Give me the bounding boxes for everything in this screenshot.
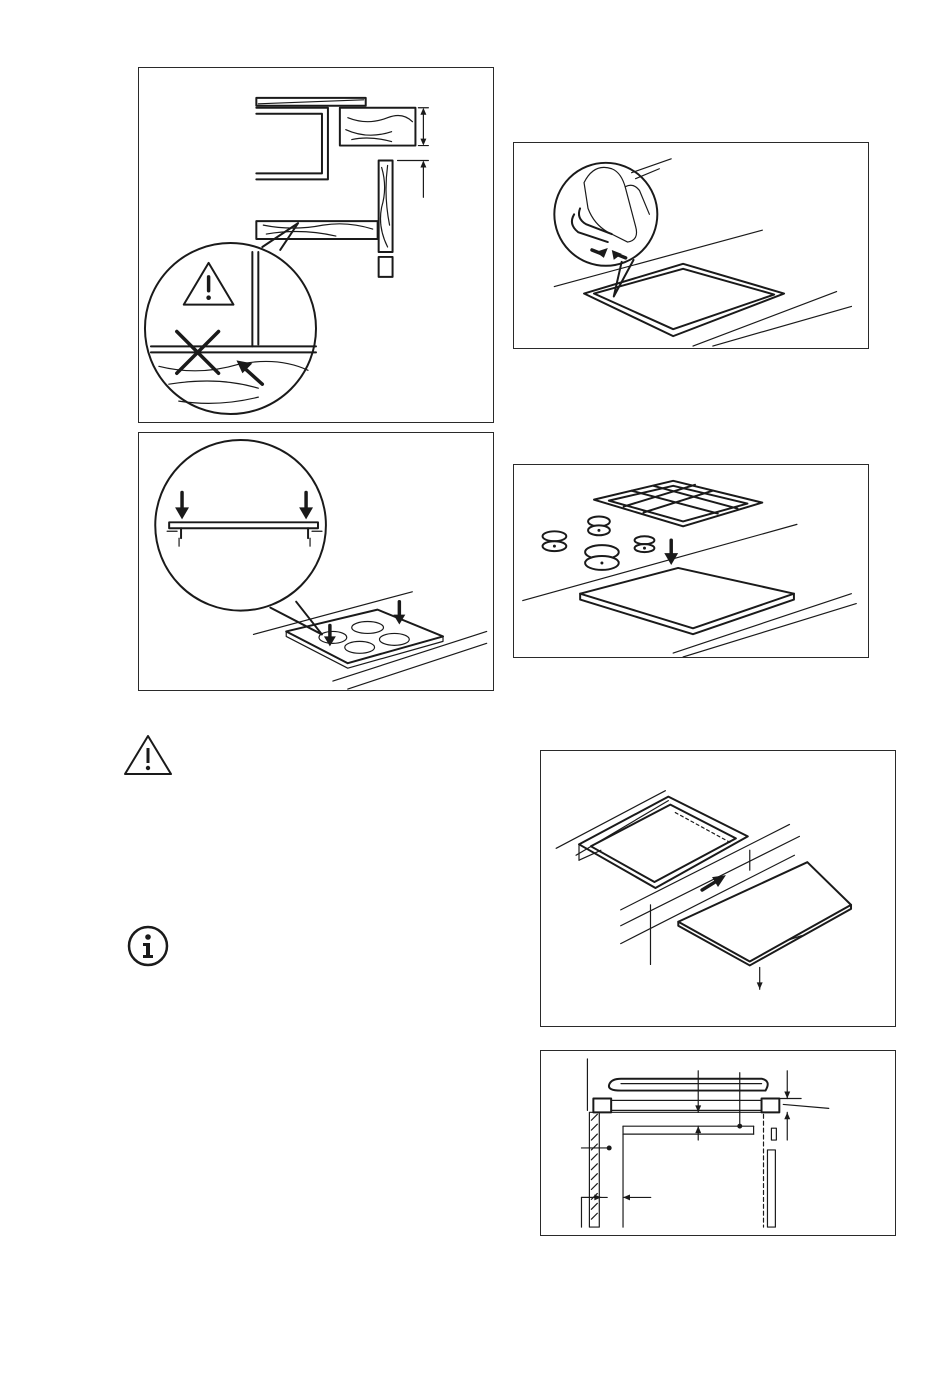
- worktop-cutout-illustration: [541, 751, 895, 1026]
- warning-triangle-icon: [122, 733, 174, 777]
- gas-hob-insertion-illustration: [514, 465, 868, 657]
- figure-worktop-cutout: [540, 750, 896, 1027]
- figure-gas-hob: [513, 464, 869, 658]
- worktop-edge-seal-illustration: [139, 68, 493, 422]
- seal-strip-application-illustration: [514, 143, 868, 348]
- figure-installation-clearance: [540, 1050, 896, 1236]
- hob-press-down-illustration: [139, 433, 493, 690]
- installation-clearance-diagram: [541, 1051, 895, 1235]
- figure-worktop-edge-seal: [138, 67, 494, 423]
- information-icon: [127, 925, 169, 967]
- figure-hob-press: [138, 432, 494, 691]
- figure-seal-strip: [513, 142, 869, 349]
